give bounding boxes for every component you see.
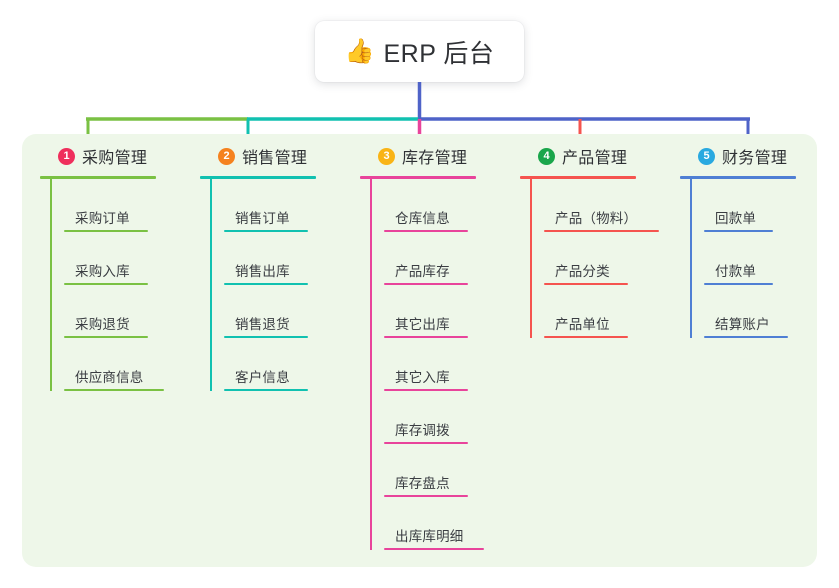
branch-header-rule (520, 176, 636, 179)
branch-item[interactable]: 产品（物料） (544, 179, 680, 232)
branch-item[interactable]: 其它出库 (384, 285, 520, 338)
branch-item-rule (384, 283, 468, 285)
branch-item-rule (704, 336, 788, 338)
branch-item-rule (64, 230, 148, 232)
branch-item[interactable]: 付款单 (704, 232, 839, 285)
branch-item[interactable]: 产品分类 (544, 232, 680, 285)
branch-item-rule (224, 230, 308, 232)
branch-header[interactable]: 1 采购管理 (40, 142, 200, 170)
branch-item[interactable]: 产品库存 (384, 232, 520, 285)
branch-item[interactable]: 回款单 (704, 179, 839, 232)
branch-item-label: 采购入库 (75, 264, 130, 279)
branch-title: 产品管理 (562, 150, 628, 167)
branch-item[interactable]: 产品单位 (544, 285, 680, 338)
root-node-card[interactable]: 👍 ERP 后台 (315, 21, 524, 82)
branch-item-rule (704, 230, 773, 232)
branch-item-rule (224, 336, 308, 338)
branch-column-2: 2 销售管理销售订单销售出库销售退货客户信息 (200, 142, 360, 391)
branch-item-rule (64, 283, 148, 285)
branch-title: 库存管理 (402, 150, 468, 167)
branch-item-list: 回款单付款单结算账户 (690, 179, 839, 338)
thumbs-up-icon: 👍 (344, 37, 375, 65)
branch-item-rule (384, 442, 468, 444)
branch-item[interactable]: 结算账户 (704, 285, 839, 338)
branch-item-label: 销售退货 (235, 317, 290, 332)
branches-panel (22, 134, 817, 567)
branch-item-rule (384, 230, 468, 232)
branch-item-rule (704, 283, 773, 285)
branch-item-list: 销售订单销售出库销售退货客户信息 (210, 179, 360, 391)
branch-header[interactable]: 2 销售管理 (200, 142, 360, 170)
branch-item[interactable]: 销售退货 (224, 285, 360, 338)
branch-item-label: 结算账户 (715, 317, 770, 332)
branch-item-label: 其它出库 (395, 317, 450, 332)
branch-item[interactable]: 库存调拨 (384, 391, 520, 444)
branch-item-label: 销售出库 (235, 264, 290, 279)
branch-item-rule (384, 495, 468, 497)
branch-item-rule (64, 389, 164, 391)
branch-header[interactable]: 4 产品管理 (520, 142, 680, 170)
branch-item[interactable]: 客户信息 (224, 338, 360, 391)
branch-header-rule (360, 176, 476, 179)
branch-item-rule (384, 336, 468, 338)
branch-item[interactable]: 采购退货 (64, 285, 200, 338)
branch-item-label: 产品单位 (555, 317, 610, 332)
branch-item-list: 采购订单采购入库采购退货供应商信息 (50, 179, 200, 391)
branch-title: 采购管理 (82, 150, 148, 167)
branch-header[interactable]: 3 库存管理 (360, 142, 520, 170)
branch-item[interactable]: 供应商信息 (64, 338, 200, 391)
branch-item[interactable]: 仓库信息 (384, 179, 520, 232)
branch-number-badge: 2 (218, 147, 235, 165)
branch-number-badge: 3 (378, 147, 395, 165)
branch-item-rule (544, 230, 659, 232)
branch-item[interactable]: 采购订单 (64, 179, 200, 232)
branch-header[interactable]: 5 财务管理 (680, 142, 839, 170)
branch-item[interactable]: 其它入库 (384, 338, 520, 391)
branch-item-list: 产品（物料） 产品分类产品单位 (530, 179, 680, 338)
branch-number-badge: 4 (538, 147, 555, 165)
root-node-title: ERP 后台 (383, 39, 495, 68)
branch-item[interactable]: 出库库明细 (384, 497, 520, 550)
branch-item-rule (224, 389, 308, 391)
branch-column-5: 5 财务管理回款单付款单结算账户 (680, 142, 839, 338)
branch-item-label: 付款单 (715, 264, 757, 279)
branch-item-rule (384, 548, 484, 550)
branch-column-4: 4 产品管理产品（物料） 产品分类产品单位 (520, 142, 680, 338)
branch-item-rule (544, 283, 628, 285)
branch-item-label: 销售订单 (235, 211, 290, 226)
branch-item[interactable]: 销售出库 (224, 232, 360, 285)
branch-item[interactable]: 销售订单 (224, 179, 360, 232)
branch-title: 销售管理 (242, 150, 308, 167)
branch-item-label: 采购退货 (75, 317, 130, 332)
branch-item-label: 库存盘点 (395, 476, 450, 491)
branch-item-label: 回款单 (715, 211, 757, 226)
branch-item-label: 产品（物料） (555, 211, 638, 226)
branch-item-rule (64, 336, 148, 338)
branch-number-badge: 5 (698, 147, 715, 165)
branch-item-label: 供应商信息 (75, 370, 144, 385)
branch-header-rule (200, 176, 316, 179)
branch-item-label: 出库库明细 (395, 529, 464, 544)
branch-item-label: 产品库存 (395, 264, 450, 279)
branch-item[interactable]: 库存盘点 (384, 444, 520, 497)
branch-item-rule (544, 336, 628, 338)
branch-columns: 1 采购管理采购订单采购入库采购退货供应商信息 2 销售管理销售订单销售出库销售退货客… (22, 134, 817, 567)
branch-column-3: 3 库存管理仓库信息产品库存其它出库其它入库库存调拨库存盘点出库库明细 (360, 142, 520, 550)
branch-item-rule (224, 283, 308, 285)
branch-header-rule (680, 176, 796, 179)
branch-item-label: 采购订单 (75, 211, 130, 226)
branch-item-label: 仓库信息 (395, 211, 450, 226)
branch-column-1: 1 采购管理采购订单采购入库采购退货供应商信息 (40, 142, 200, 391)
branch-header-rule (40, 176, 156, 179)
branch-item-rule (384, 389, 468, 391)
branch-item-label: 其它入库 (395, 370, 450, 385)
branch-number-badge: 1 (58, 147, 75, 165)
branch-item-label: 库存调拨 (395, 423, 450, 438)
branch-item[interactable]: 采购入库 (64, 232, 200, 285)
branch-item-list: 仓库信息产品库存其它出库其它入库库存调拨库存盘点出库库明细 (370, 179, 520, 550)
branch-title: 财务管理 (722, 150, 788, 167)
branch-item-label: 产品分类 (555, 264, 610, 279)
branch-item-label: 客户信息 (235, 370, 290, 385)
